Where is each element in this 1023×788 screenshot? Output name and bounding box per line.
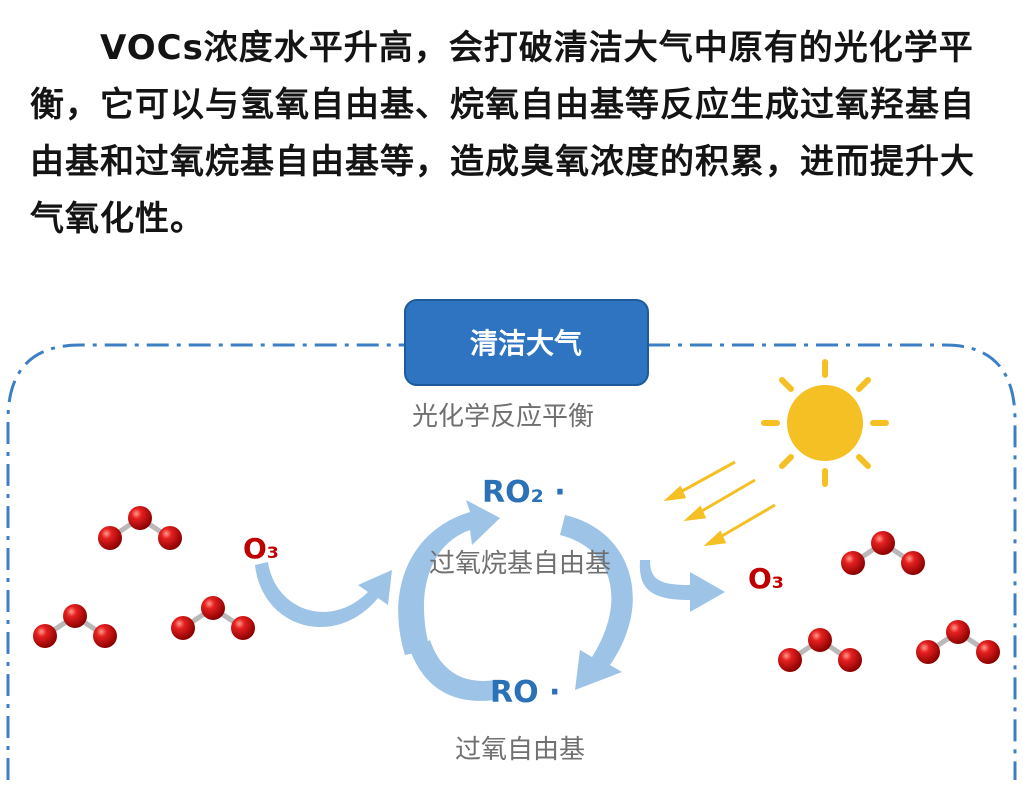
ozone-molecule-icon: [916, 620, 1000, 664]
ozone-molecule-icon: [778, 628, 862, 672]
ozone-molecule-icon: [33, 604, 117, 648]
o3-left-label: O₃: [243, 532, 279, 565]
peroxyalkyl-radical-label: 过氧烷基自由基: [429, 549, 611, 579]
clean-air-label: 清洁大气: [470, 327, 582, 360]
sun-icon: [761, 359, 889, 487]
sunlight-ray-icon: [663, 460, 776, 547]
ro2-label: RO₂ ·: [482, 475, 566, 510]
clean-air-box: [404, 299, 649, 386]
clean-air-frame: [6, 343, 1017, 780]
ro-label: RO ·: [490, 675, 560, 710]
ozone-molecule-icon: [841, 531, 925, 575]
intro-paragraph: VOCs浓度水平升高，会打破清洁大气中原有的光化学平衡，它可以与氢氧自由基、烷氧…: [30, 28, 975, 239]
ozone-molecule-icon: [171, 596, 255, 640]
photochemical-balance-label: 光化学反应平衡: [412, 402, 594, 432]
peroxy-radical-label: 过氧自由基: [455, 735, 585, 765]
o3-right-label: O₃: [748, 562, 784, 595]
cycle-arrow-icon: [255, 500, 725, 701]
ozone-molecule-icon: [98, 506, 182, 550]
